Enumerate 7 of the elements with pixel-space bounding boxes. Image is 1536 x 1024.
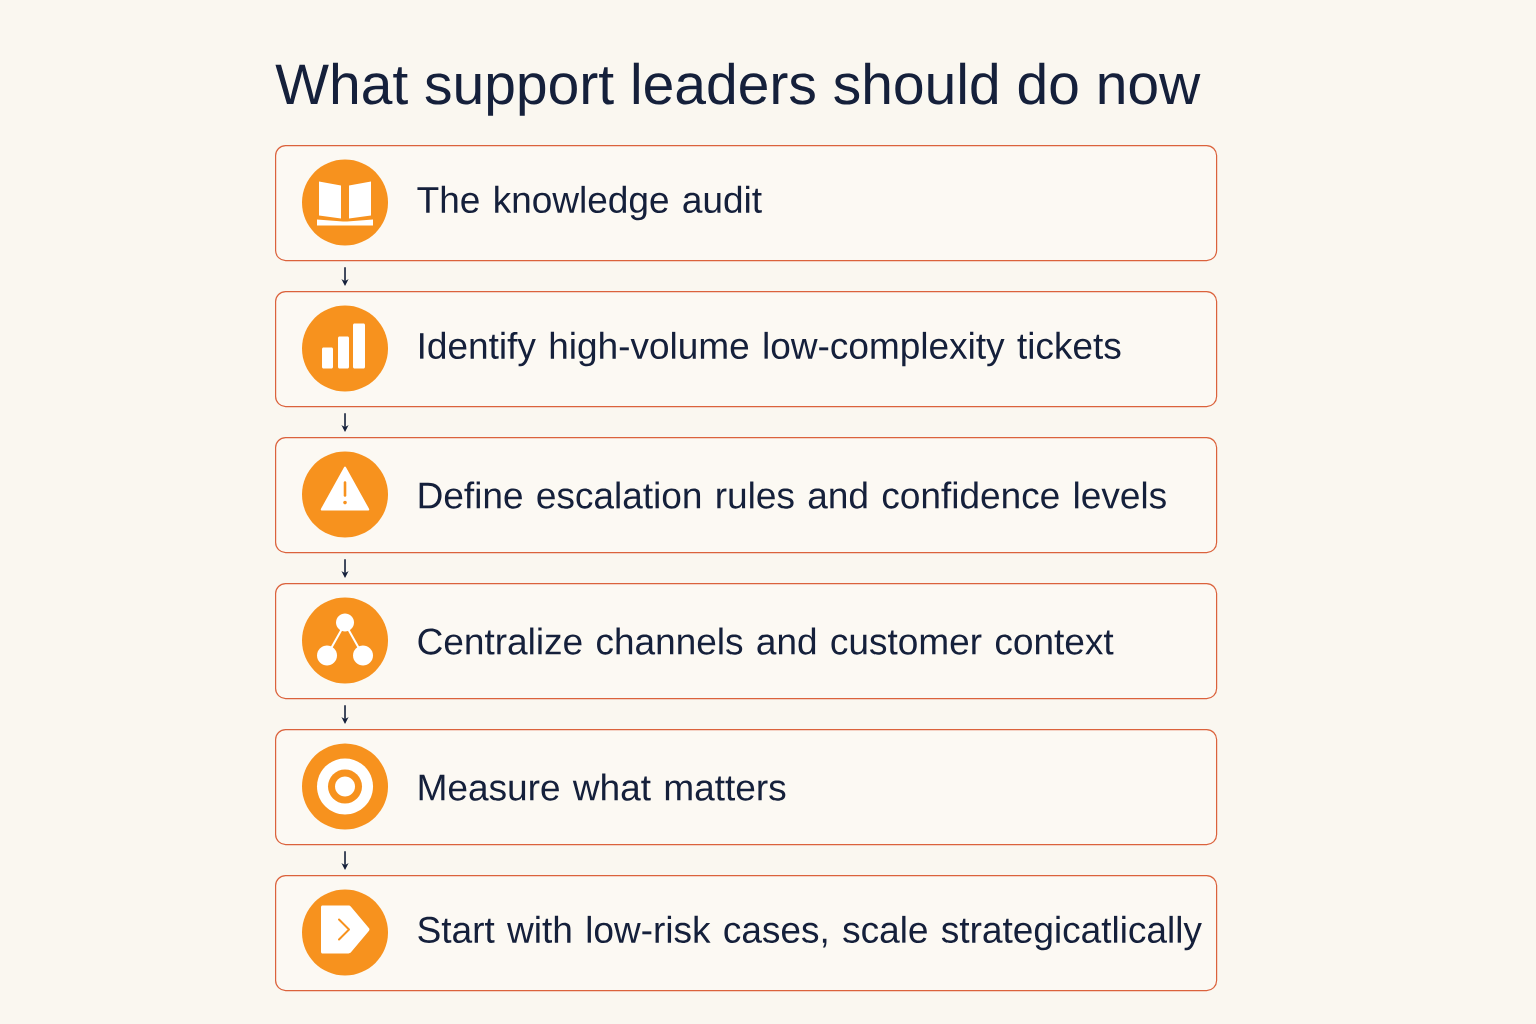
title: What support leaders should do now [275,62,1201,116]
step-box: Define escalation rules and confidence levels [275,437,1218,554]
step-box: Centralize channels and customer context [275,583,1218,700]
step-box: Identify high-volume low-complexity tickets [275,291,1218,408]
step-box: Measure what matters [275,729,1218,846]
step-box: Start with low-risk cases, scale strategicatlically [275,875,1218,992]
step-box: The knowledge audit [275,145,1218,262]
